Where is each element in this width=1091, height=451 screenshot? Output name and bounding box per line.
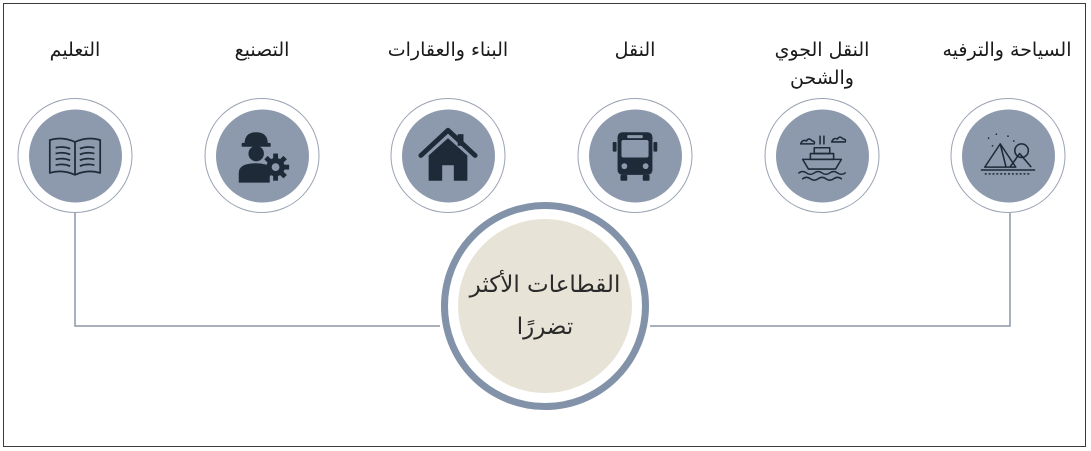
sector-circle-fill bbox=[775, 109, 869, 202]
pyramids-icon bbox=[980, 133, 1036, 175]
sector-circle-transport bbox=[577, 98, 693, 213]
sector-label-education: التعليم bbox=[49, 39, 101, 61]
center-hub-fill bbox=[458, 219, 632, 393]
worker-gear-icon bbox=[238, 132, 290, 183]
sector-label-manufacturing: التصنيع bbox=[234, 39, 290, 61]
book-icon bbox=[48, 137, 102, 176]
bus-icon bbox=[612, 132, 658, 181]
center-hub-title: القطاعات الأكثر تضررًا bbox=[460, 264, 630, 348]
sector-circle-fill bbox=[401, 109, 495, 202]
ship-icon bbox=[797, 135, 847, 181]
diagram-frame bbox=[3, 3, 1086, 447]
sector-circle-fill bbox=[588, 109, 682, 202]
sector-label-construction: البناء والعقارات bbox=[387, 39, 509, 61]
center-hub-line-1: القطاعات الأكثر bbox=[469, 272, 621, 298]
sector-circle-fill bbox=[28, 109, 122, 202]
sector-circle-tourism bbox=[950, 98, 1066, 213]
center-hub-line-2: تضررًا bbox=[516, 314, 574, 340]
sector-label-tourism: السياحة والترفيه bbox=[942, 39, 1072, 61]
sector-circle-fill bbox=[215, 109, 309, 202]
sector-label-transport: النقل bbox=[614, 39, 656, 61]
sector-circle-fill bbox=[961, 109, 1055, 202]
sector-circle-education bbox=[17, 98, 133, 213]
sector-label-air-shipping: النقل الجوي والشحن bbox=[774, 39, 870, 89]
sector-circle-air-shipping bbox=[764, 98, 880, 213]
center-hub: القطاعات الأكثر تضررًا bbox=[441, 202, 649, 410]
sector-circle-construction bbox=[390, 98, 506, 213]
sector-circle-manufacturing bbox=[204, 98, 320, 213]
house-icon bbox=[418, 127, 478, 181]
